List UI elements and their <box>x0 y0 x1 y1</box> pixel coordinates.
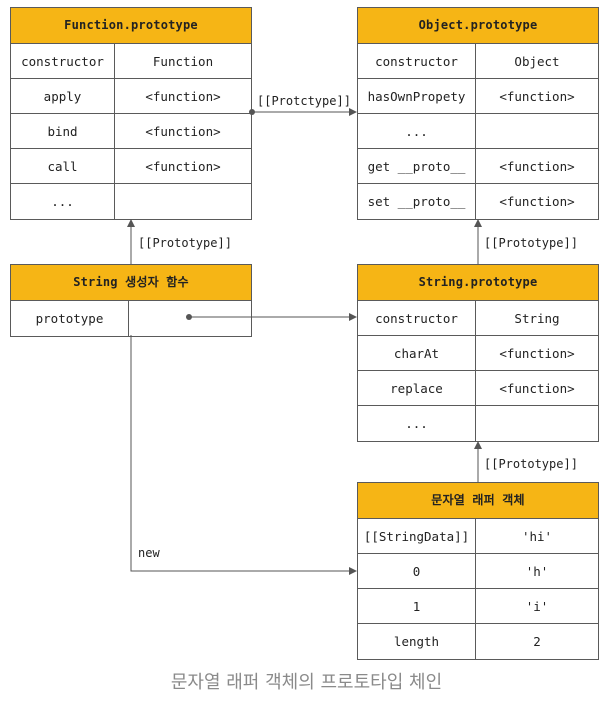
string-prototype-box: String.prototype constructor String char… <box>357 264 599 442</box>
property-value: 'h' <box>525 563 549 579</box>
table-row: [[StringData]] 'hi' <box>358 519 598 554</box>
table-row: ... <box>11 184 251 219</box>
prototype-property-link <box>186 313 357 321</box>
new-instance-link <box>130 335 357 575</box>
string-constructor-box: String 생성자 함수 prototype <box>10 264 252 337</box>
new-label: new <box>138 546 160 560</box>
table-row: set __proto__ <function> <box>358 184 598 219</box>
property-key: bind <box>11 114 115 148</box>
table-row: 1 'i' <box>358 589 598 624</box>
table-row: call <function> <box>11 149 251 184</box>
property-key: hasOwnPropety <box>358 79 476 113</box>
table-row: ... <box>358 406 598 441</box>
string-proto-to-object-label: [[Prototype]] <box>484 236 578 250</box>
property-key: replace <box>358 371 476 405</box>
property-key: ... <box>358 406 476 441</box>
property-value: String <box>514 310 560 326</box>
string-constructor-title: String 생성자 함수 <box>11 265 251 301</box>
table-row: replace <function> <box>358 371 598 406</box>
property-key: set __proto__ <box>358 184 476 219</box>
table-row: 0 'h' <box>358 554 598 589</box>
property-value: 'hi' <box>521 528 553 544</box>
table-row: ... <box>358 114 598 149</box>
function-to-object-prototype-link <box>249 108 357 116</box>
property-value: <function> <box>145 123 221 139</box>
property-value: <function> <box>145 158 221 174</box>
property-value: <function> <box>499 158 575 174</box>
string-prototype-title: String.prototype <box>358 265 598 301</box>
function-to-object-label: [[Protctype]] <box>257 94 351 108</box>
property-value: <function> <box>145 88 221 104</box>
property-key: charAt <box>358 336 476 370</box>
property-value: 2 <box>533 634 541 649</box>
property-key: 1 <box>358 589 476 623</box>
link-line <box>130 335 357 575</box>
function-prototype-box: Function.prototype constructor Function … <box>10 7 252 220</box>
property-key: length <box>358 624 476 659</box>
table-row: constructor Function <box>11 44 251 79</box>
table-row: get __proto__ <function> <box>358 149 598 184</box>
wrapper-to-string-proto-label: [[Prototype]] <box>484 457 578 471</box>
property-value: <function> <box>499 194 575 209</box>
table-row: charAt <function> <box>358 336 598 371</box>
property-value: <function> <box>499 88 575 104</box>
property-key: [[StringData]] <box>358 519 476 553</box>
table-row: constructor String <box>358 301 598 336</box>
property-key: call <box>11 149 115 183</box>
property-value: <function> <box>499 380 575 396</box>
function-prototype-title: Function.prototype <box>11 8 251 44</box>
property-key: constructor <box>358 44 476 78</box>
property-key: apply <box>11 79 115 113</box>
object-prototype-title: Object.prototype <box>358 8 598 44</box>
object-prototype-box: Object.prototype constructor Object hasO… <box>357 7 599 220</box>
string-wrapper-object-title: 문자열 래퍼 객체 <box>358 483 598 519</box>
property-key: constructor <box>358 301 476 335</box>
figure-caption: 문자열 래퍼 객체의 프로토타입 체인 <box>170 672 443 693</box>
string-ctor-to-function-label: [[Prototype]] <box>138 236 232 250</box>
property-value: Function <box>152 53 214 69</box>
property-key: 0 <box>358 554 476 588</box>
property-value: <function> <box>499 345 575 361</box>
table-row: bind <function> <box>11 114 251 149</box>
table-row: constructor Object <box>358 44 598 79</box>
string-wrapper-object-box: 문자열 래퍼 객체 [[StringData]] 'hi' 0 'h' 1 'i… <box>357 482 599 660</box>
table-row: length 2 <box>358 624 598 659</box>
property-key: constructor <box>11 44 115 78</box>
table-row: prototype <box>11 301 251 336</box>
property-key: get __proto__ <box>358 149 476 183</box>
property-key: ... <box>358 114 476 148</box>
property-key: prototype <box>11 301 129 336</box>
table-row: apply <function> <box>11 79 251 114</box>
property-value: Object <box>514 53 560 69</box>
table-row: hasOwnPropety <function> <box>358 79 598 114</box>
property-value: 'i' <box>525 598 549 614</box>
property-key: ... <box>11 184 115 219</box>
